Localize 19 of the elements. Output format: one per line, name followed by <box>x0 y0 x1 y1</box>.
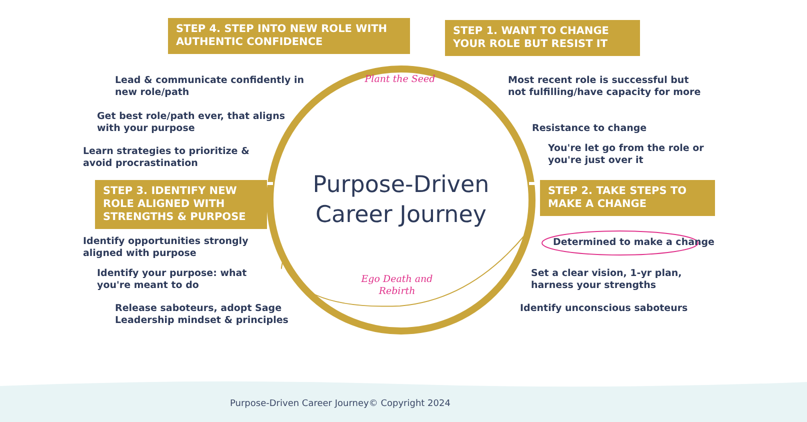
step-banner: STEP 1. WANT TO CHANGE YOUR ROLE BUT RESIST IT <box>445 20 640 56</box>
step-banner: STEP 2. TAKE STEPS TO MAKE A CHANGE <box>540 180 715 216</box>
step-bullet-text: Identify opportunities strongly aligned with purpose <box>83 236 250 260</box>
footer-text: Purpose-Driven Career Journey© Copyright 2024 <box>230 399 450 409</box>
step-banner: STEP 3. IDENTIFY NEW ROLE ALIGNED WITH STRENGTHS & PURPOSE <box>95 180 267 229</box>
step-bullet-text: Set a clear vision, 1-yr plan, harness your strengths <box>531 268 683 292</box>
handwritten-note: Plant the Seed <box>364 74 436 86</box>
step-bullet-text: Lead & communicate confidently in new role/path <box>115 75 305 99</box>
step-bullet-text: Resistance to change <box>532 123 648 135</box>
step-bullet-text: Release saboteurs, adopt Sage Leadership mindset & principles <box>115 303 290 327</box>
step-bullet-text: Identify unconscious saboteurs <box>520 303 689 315</box>
center-title: Purpose-Driven Career Journey <box>312 171 490 230</box>
step-bullet-text: Identify your purpose: what you're meant to do <box>97 268 248 292</box>
step-bullet-text: Most recent role is successful but not fulfilling/have capacity for more <box>508 75 702 99</box>
step-banner: STEP 4. STEP INTO NEW ROLE WITH AUTHENTIC CONFIDENCE <box>168 18 410 54</box>
step-bullet-text: Learn strategies to prioritize & avoid procrastination <box>83 146 250 170</box>
step-bullet-text: Get best role/path ever, that aligns with your purpose <box>97 111 286 135</box>
handwritten-note: Ego Death and Rebirth <box>360 274 434 298</box>
step-bullet-text: You're let go from the role or you're just over it <box>548 143 705 167</box>
